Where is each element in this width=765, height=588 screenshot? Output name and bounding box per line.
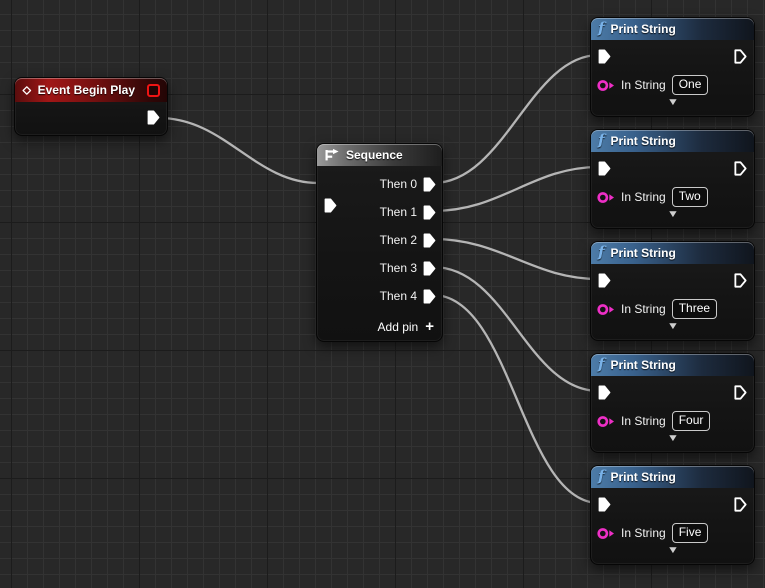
exec-in-pin[interactable] [598,385,611,400]
add-pin-plus-icon: + [425,318,434,335]
then1-exec-out-pin[interactable] [423,205,436,220]
then4-pin-label: Then 4 [379,289,417,303]
in-string-value-input[interactable]: Five [671,523,709,543]
in-string-pin[interactable] [597,79,615,92]
collapse-chevron-icon[interactable]: ▼ [666,433,679,444]
editor-event-red-square-icon [147,83,160,97]
exec-out-pin[interactable] [734,273,747,288]
in-string-label: In String [621,302,666,316]
sequence-then4-row: Then 4 [317,282,442,310]
wire-then4-to-print5[interactable] [431,293,601,505]
function-icon: f [598,354,605,373]
then3-exec-out-pin[interactable] [423,261,436,276]
collapse-chevron-icon[interactable]: ▼ [666,209,679,220]
exec-in-pin[interactable] [598,497,611,512]
wire-then0-to-print1[interactable] [431,53,601,185]
print-string-1-header[interactable]: f Print String [591,18,754,40]
node-title: Print String [610,246,676,260]
in-string-label: In String [621,78,666,92]
wire-then1-to-print2[interactable] [431,165,601,213]
node-title: Print String [610,470,676,484]
print-string-node-4[interactable]: f Print String In String Four ▼ [590,353,755,453]
function-icon: f [598,130,605,149]
sequence-then2-row: Then 2 [317,226,442,254]
sequence-then1-row: Then 1 [317,198,442,226]
in-string-label: In String [621,526,666,540]
then0-exec-out-pin[interactable] [423,177,436,192]
exec-out-pin[interactable] [734,161,747,176]
node-title: Event Begin Play [37,83,135,97]
in-string-value-input[interactable]: Three [671,299,718,319]
in-string-value-input[interactable]: Two [671,187,708,207]
then4-exec-out-pin[interactable] [423,289,436,304]
in-string-value-input[interactable]: One [671,75,709,95]
sequence-icon [324,148,340,162]
add-pin-button[interactable]: Add pin + [317,314,442,340]
sequence-then0-row: Then 0 [317,170,442,198]
sequence-node[interactable]: Sequence Then 0 Then 1 Then 2 Then 3 The… [316,143,443,342]
print-string-node-2[interactable]: f Print String In String Two ▼ [590,129,755,229]
node-title: Print String [610,358,676,372]
then2-pin-label: Then 2 [379,233,417,247]
node-title: Print String [610,22,676,36]
wire-event-to-sequence[interactable] [157,116,320,185]
then3-pin-label: Then 3 [379,261,417,275]
sequence-header[interactable]: Sequence [317,144,442,166]
collapse-chevron-icon[interactable]: ▼ [666,97,679,108]
print-string-2-header[interactable]: f Print String [591,130,754,152]
exec-in-pin[interactable] [598,49,611,64]
exec-out-pin[interactable] [734,385,747,400]
print-string-4-header[interactable]: f Print String [591,354,754,376]
in-string-pin[interactable] [597,527,615,540]
event-diamond-icon [22,83,32,98]
print-string-node-5[interactable]: f Print String In String Five ▼ [590,465,755,565]
in-string-pin[interactable] [597,191,615,204]
in-string-pin[interactable] [597,415,615,428]
print-string-3-header[interactable]: f Print String [591,242,754,264]
function-icon: f [598,242,605,261]
in-string-label: In String [621,190,666,204]
exec-out-pin[interactable] [734,49,747,64]
collapse-chevron-icon[interactable]: ▼ [666,321,679,332]
node-title: Print String [610,134,676,148]
in-string-pin[interactable] [597,303,615,316]
then1-pin-label: Then 1 [379,205,417,219]
event-begin-play-header[interactable]: Event Begin Play [15,78,167,102]
exec-in-pin[interactable] [324,198,337,213]
in-string-value-input[interactable]: Four [671,411,711,431]
wire-then2-to-print3[interactable] [431,237,601,281]
exec-out-pin[interactable] [147,110,160,125]
in-string-label: In String [621,414,666,428]
then2-exec-out-pin[interactable] [423,233,436,248]
exec-in-pin[interactable] [598,273,611,288]
add-pin-label: Add pin [377,320,419,334]
print-string-node-1[interactable]: f Print String In String One ▼ [590,17,755,117]
event-begin-play-node[interactable]: Event Begin Play [14,77,168,136]
function-icon: f [598,466,605,485]
print-string-5-header[interactable]: f Print String [591,466,754,488]
sequence-then3-row: Then 3 [317,254,442,282]
collapse-chevron-icon[interactable]: ▼ [666,545,679,556]
exec-out-pin[interactable] [734,497,747,512]
function-icon: f [598,18,605,37]
wire-then3-to-print4[interactable] [431,265,601,393]
print-string-node-3[interactable]: f Print String In String Three ▼ [590,241,755,341]
then0-pin-label: Then 0 [379,177,417,191]
node-title: Sequence [346,148,403,162]
exec-in-pin[interactable] [598,161,611,176]
